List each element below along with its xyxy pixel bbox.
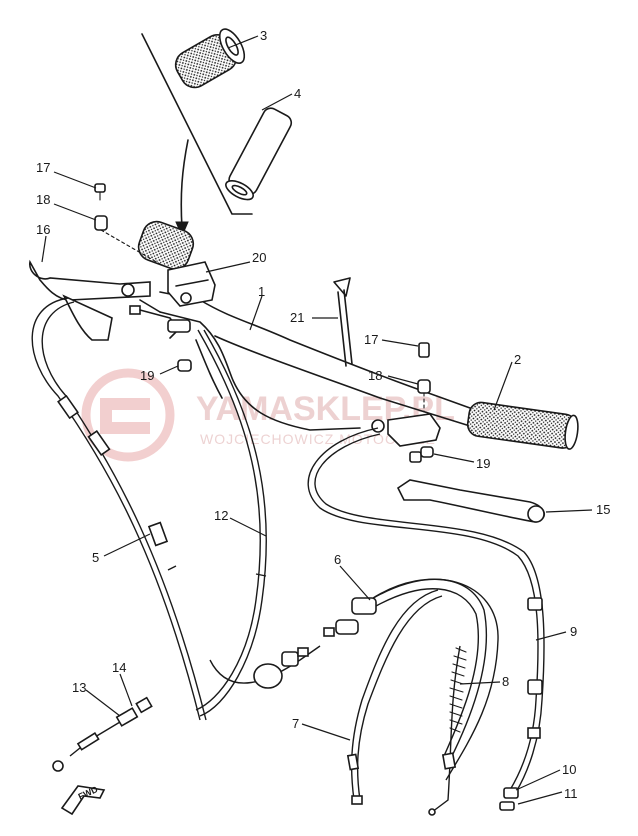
callout-15: 15 — [596, 502, 610, 517]
left-grip — [137, 220, 195, 270]
right-grip-part-2 — [466, 401, 579, 450]
callout-11: 11 — [564, 786, 578, 801]
nut-part-19-left — [177, 359, 192, 372]
callout-1: 1 — [258, 284, 265, 299]
callout-7: 7 — [292, 716, 299, 731]
clutch-cable-part-5 — [31, 297, 201, 721]
band-part-21 — [333, 277, 353, 367]
washer-part-18-left — [94, 215, 161, 265]
cable-adjuster-parts-13-14 — [52, 696, 153, 772]
callout-9: 9 — [570, 624, 577, 639]
bolt-part-17-right — [418, 342, 430, 358]
clutch-lever-part-16 — [29, 259, 161, 341]
cables — [31, 297, 545, 816]
washer-part-18-right — [417, 379, 431, 413]
leader-lines — [41, 35, 593, 805]
callout-2: 2 — [514, 352, 521, 367]
cable-part-6 — [323, 578, 499, 781]
callout-13: 13 — [72, 680, 86, 695]
inset-bracket-line — [141, 33, 253, 215]
front-brake-cable-part-9 — [307, 427, 539, 791]
callout-5: 5 — [92, 550, 99, 565]
callout-12: 12 — [214, 508, 228, 523]
brake-lever-part-15 — [396, 479, 546, 523]
callout-21: 21 — [290, 310, 304, 325]
cable-part-8 — [428, 645, 467, 816]
fwd-direction-arrow-icon: FWD — [60, 784, 106, 816]
callout-4: 4 — [294, 86, 301, 101]
callout-19-left: 19 — [140, 368, 154, 383]
watermark-logo-icon — [81, 368, 175, 462]
nut-part-19-right — [420, 446, 434, 458]
callout-19-right: 19 — [476, 456, 490, 471]
callout-18-right: 18 — [368, 368, 382, 383]
bolt-part-17-left — [94, 183, 106, 201]
cable-part-7 — [350, 589, 439, 801]
callout-numbers: 3 4 17 18 16 20 1 21 17 2 18 19 19 15 12… — [36, 28, 610, 801]
callout-3: 3 — [260, 28, 267, 43]
callout-17-right: 17 — [364, 332, 378, 347]
callout-10: 10 — [562, 762, 576, 777]
callout-16: 16 — [36, 222, 50, 237]
left-switch-part-20 — [167, 261, 216, 307]
cable-junction — [209, 645, 321, 689]
handlebar-part-1 — [159, 291, 471, 431]
callout-6: 6 — [334, 552, 341, 567]
grip-part-3 — [174, 28, 246, 89]
clamp-part-left — [129, 305, 191, 339]
callout-17-left: 17 — [36, 160, 50, 175]
callout-20: 20 — [252, 250, 266, 265]
callout-18-left: 18 — [36, 192, 50, 207]
callout-14: 14 — [112, 660, 126, 675]
callout-8: 8 — [502, 674, 509, 689]
throttle-tube-part-4 — [225, 107, 293, 201]
right-holder — [371, 413, 441, 463]
inset-grip-detail — [141, 28, 293, 238]
inset-arrow-line — [180, 139, 189, 229]
